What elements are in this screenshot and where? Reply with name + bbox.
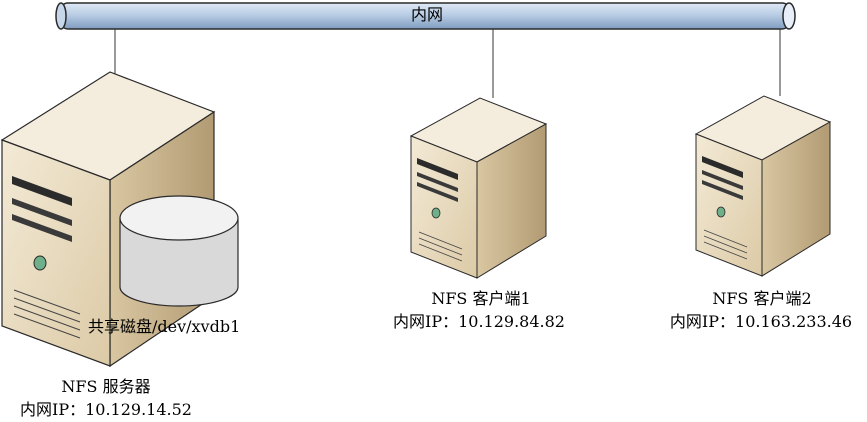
client2-tower-icon — [694, 95, 832, 277]
client1-title: NFS 客户端1 — [431, 289, 531, 308]
network-bus-label: 内网 — [410, 5, 444, 24]
client2-ip: 内网IP：10.163.233.46 — [669, 312, 853, 331]
shared-disk-label: 共享磁盘/dev/xvdb1 — [88, 317, 241, 336]
client1-ip: 内网IP：10.129.84.82 — [393, 312, 565, 331]
server-ip: 内网IP：10.129.14.52 — [20, 400, 192, 419]
server-title: NFS 服务器 — [61, 377, 151, 396]
network-bus — [55, 2, 796, 30]
client1-tower-icon — [409, 97, 548, 279]
shared-disk-icon — [119, 195, 239, 307]
client2-title: NFS 客户端2 — [712, 289, 812, 308]
